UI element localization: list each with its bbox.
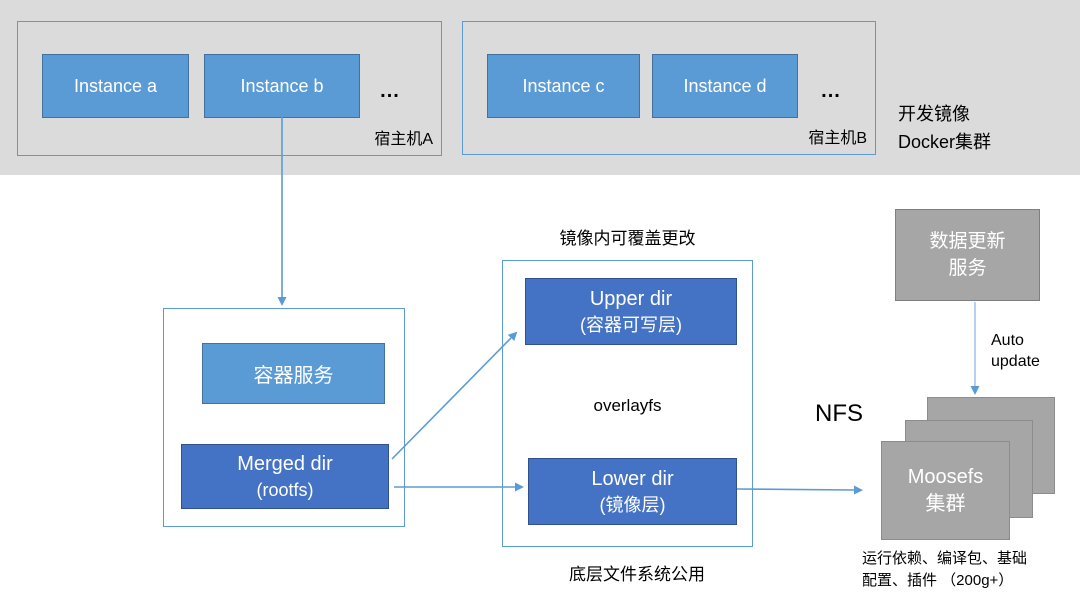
container-host-box: 容器服务 Merged dir (rootfs) — [163, 308, 405, 527]
data-update-service-node: 数据更新 服务 — [895, 209, 1040, 301]
instance-b-label: Instance b — [240, 75, 324, 96]
nfs-label: NFS — [815, 400, 863, 427]
ellipsis-host-b: ... — [821, 80, 841, 102]
host-b-box: Instance c Instance d ... 宿主机B — [462, 21, 876, 155]
instance-a-node: Instance a — [42, 54, 189, 118]
merged-dir-sublabel: (rootfs) — [256, 479, 314, 500]
instance-a-label: Instance a — [73, 75, 158, 96]
auto-update-label-line2: update — [991, 353, 1040, 370]
auto-update-label-line1: Auto — [991, 332, 1024, 349]
moosefs-label: Moosefs — [907, 465, 984, 488]
overlay-caption: 底层文件系统公用 — [569, 565, 705, 584]
ellipsis-host-a: ... — [380, 80, 400, 102]
host-a-label: 宿主机A — [374, 131, 433, 148]
instance-c-node: Instance c — [487, 54, 640, 118]
host-a-box: Instance a Instance b ... 宿主机A — [17, 21, 442, 156]
lower-dir-sublabel: (镜像层) — [599, 494, 666, 515]
upper-dir-label: Upper dir — [589, 287, 673, 310]
lower-dir-node: Lower dir (镜像层) — [528, 458, 737, 525]
storage-caption-line2: 配置、插件 （200g+） — [862, 572, 1014, 589]
auto-update-label: Auto update — [991, 330, 1040, 372]
dev-docker-cluster-label-line2: Docker集群 — [898, 132, 992, 152]
storage-caption-line1: 运行依赖、编译包、基础 — [862, 550, 1028, 567]
container-service-node: 容器服务 — [202, 343, 385, 404]
merged-dir-node: Merged dir (rootfs) — [181, 444, 389, 509]
merged-dir-label: Merged dir — [237, 452, 333, 475]
data-update-service-line2: 服务 — [948, 258, 987, 279]
overlay-title: 镜像内可覆盖更改 — [559, 229, 696, 248]
moosefs-sublabel: 集群 — [925, 492, 966, 515]
instance-d-label: Instance d — [683, 75, 767, 96]
lower-dir-label: Lower dir — [591, 467, 674, 490]
instance-d-node: Instance d — [652, 54, 798, 118]
dev-docker-cluster-label: 开发镜像 Docker集群 — [898, 100, 1058, 156]
arrow-lower-to-moosefs — [736, 485, 863, 495]
container-service-label: 容器服务 — [253, 365, 334, 387]
overlayfs-box: Upper dir (容器可写层) overlayfs Lower dir (镜… — [502, 260, 753, 547]
host-b-label: 宿主机B — [808, 130, 867, 147]
overlayfs-label: overlayfs — [593, 396, 662, 415]
arrow-merged-to-upper — [391, 331, 518, 460]
dev-docker-cluster-label-line1: 开发镜像 — [898, 104, 970, 124]
instance-b-node: Instance b — [204, 54, 360, 118]
upper-dir-node: Upper dir (容器可写层) — [525, 278, 737, 345]
moosefs-cluster-node: Moosefs 集群 — [881, 441, 1010, 540]
instance-c-label: Instance c — [522, 75, 605, 96]
storage-caption: 运行依赖、编译包、基础 配置、插件 （200g+） — [862, 548, 1067, 592]
data-update-service-line1: 数据更新 — [929, 231, 1006, 252]
upper-dir-sublabel: (容器可写层) — [580, 314, 682, 335]
